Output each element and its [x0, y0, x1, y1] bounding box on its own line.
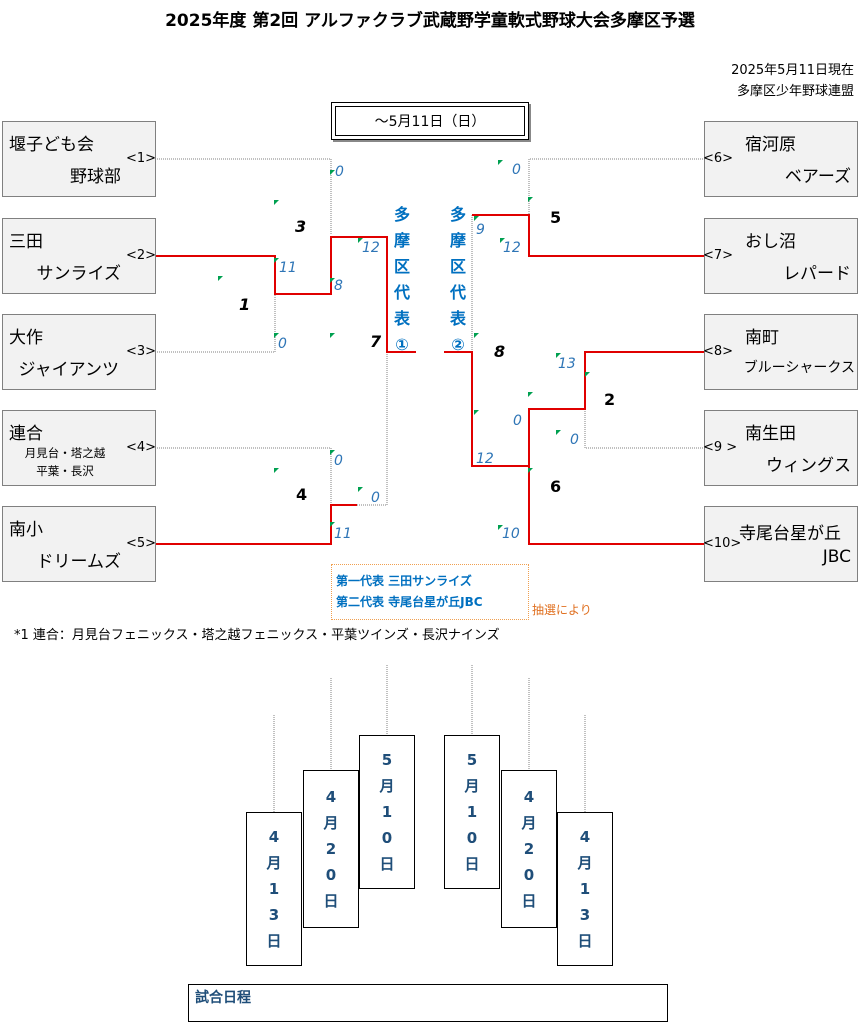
score: 12 [362, 240, 380, 256]
team-sub-b: 平葉・長沢 [36, 464, 94, 478]
team-box-4: 連合 月見台・塔之越 平葉・長沢 <4> [2, 410, 156, 486]
seed-number: <3> [125, 344, 156, 359]
seed-number: <7> [703, 248, 734, 263]
winner-lines [155, 214, 705, 545]
team-box-8: 南町 ブルーシャークス <8> [703, 314, 858, 390]
seed-number: <10> [703, 536, 742, 551]
page-title: 2025年度 第2回 アルファクラブ武蔵野学童軟式野球大会多摩区予選 [165, 11, 695, 31]
team-name: 南町 [745, 328, 779, 348]
team-name: 連合 [9, 424, 43, 444]
match-number: 6 [550, 477, 561, 496]
team-name: 寺尾台星が丘 [739, 524, 841, 544]
match-number: 7 [370, 332, 382, 351]
as-of-date: 2025年5月11日現在 [731, 63, 854, 78]
as-of-info: 2025年5月11日現在 多摩区少年野球連盟 [731, 60, 854, 102]
score: 12 [476, 451, 494, 467]
score: 0 [334, 453, 343, 469]
seed-number: <5> [125, 536, 156, 551]
score: 0 [278, 336, 287, 352]
team-sub: レパード [783, 264, 851, 284]
first-representative: 第一代表 三田サンライズ [336, 574, 472, 588]
score: 13 [558, 356, 576, 372]
winners-box: 第一代表 三田サンライズ 第二代表 寺尾台星が丘JBC [331, 564, 529, 620]
seed-number: <2> [125, 248, 156, 263]
team-sub: ドリームズ [36, 552, 122, 572]
team-sub-a: 月見台・塔之越 [24, 446, 106, 460]
team-box-2: 三田 サンライズ <2> [2, 218, 156, 294]
seed-number: <8> [703, 344, 734, 359]
match-number: 8 [494, 342, 505, 361]
team-sub: ブルーシャークス [743, 360, 855, 376]
score: 0 [513, 413, 522, 429]
match-number: 4 [296, 485, 307, 504]
match-number: 1 [239, 295, 250, 314]
score: 9 [476, 222, 485, 238]
seed-number: <1> [125, 151, 156, 166]
scores: 0 11 0 8 12 0 11 0 0 12 9 13 0 0 10 12 [278, 162, 579, 542]
score: 12 [503, 240, 521, 256]
footnote: *1 連合：月見台フェニックス・塔之越フェニックス・平葉ツインズ・長沢ナインズ [14, 628, 500, 643]
team-box-3: 大作 ジャイアンツ <3> [2, 314, 156, 390]
team-sub: ベアーズ [784, 167, 851, 187]
second-representative: 第二代表 寺尾台星が丘JBC [336, 595, 483, 609]
seed-number: <4> [125, 440, 156, 455]
team-sub: 野球部 [70, 167, 121, 187]
score: 0 [512, 162, 521, 178]
match-numbers: 1 2 3 4 5 6 7 8 [239, 208, 615, 504]
match-number: 3 [295, 217, 306, 236]
match-number: 2 [604, 390, 615, 409]
team-name: 南生田 [745, 424, 796, 444]
team-sub: JBC [822, 547, 851, 567]
score: 8 [334, 278, 343, 294]
organizer: 多摩区少年野球連盟 [736, 84, 854, 99]
team-box-7: おし沼 レパード <7> [703, 218, 858, 294]
score: 11 [279, 260, 297, 276]
green-markers [218, 160, 590, 530]
match-number: 5 [550, 208, 561, 227]
team-box-9: 南生田 ウィングス <9 > [703, 410, 858, 486]
team-sub: サンライズ [36, 264, 122, 284]
team-name: おし沼 [745, 232, 796, 252]
seed-number: <6> [703, 151, 734, 166]
date-box: ～5月11日（日） [331, 102, 529, 140]
score: 10 [502, 526, 520, 542]
team-box-6: 宿河原 ベアーズ <6> [703, 121, 858, 197]
team-name: 三田 [9, 232, 43, 252]
team-name: 堰子ども会 [9, 135, 94, 155]
score: 0 [335, 164, 344, 180]
team-name: 南小 [9, 520, 43, 540]
team-box-1: 堰子ども会 野球部 <1> [2, 121, 156, 197]
team-box-5: 南小 ドリームズ <5> [2, 506, 156, 582]
team-sub: ウィングス [766, 456, 851, 476]
score: 11 [334, 526, 352, 542]
team-name: 大作 [9, 328, 43, 348]
seed-number: <9 > [703, 440, 738, 455]
schedule-title: 試合日程 [188, 984, 668, 1022]
lottery-note: 抽選により [532, 603, 592, 617]
team-sub: ジャイアンツ [18, 360, 119, 380]
team-box-10: 寺尾台星が丘 JBC <10> [703, 506, 858, 582]
score: 0 [371, 490, 380, 506]
date-box-text: ～5月11日（日） [335, 106, 525, 136]
team-name: 宿河原 [745, 135, 796, 155]
score: 0 [570, 432, 579, 448]
